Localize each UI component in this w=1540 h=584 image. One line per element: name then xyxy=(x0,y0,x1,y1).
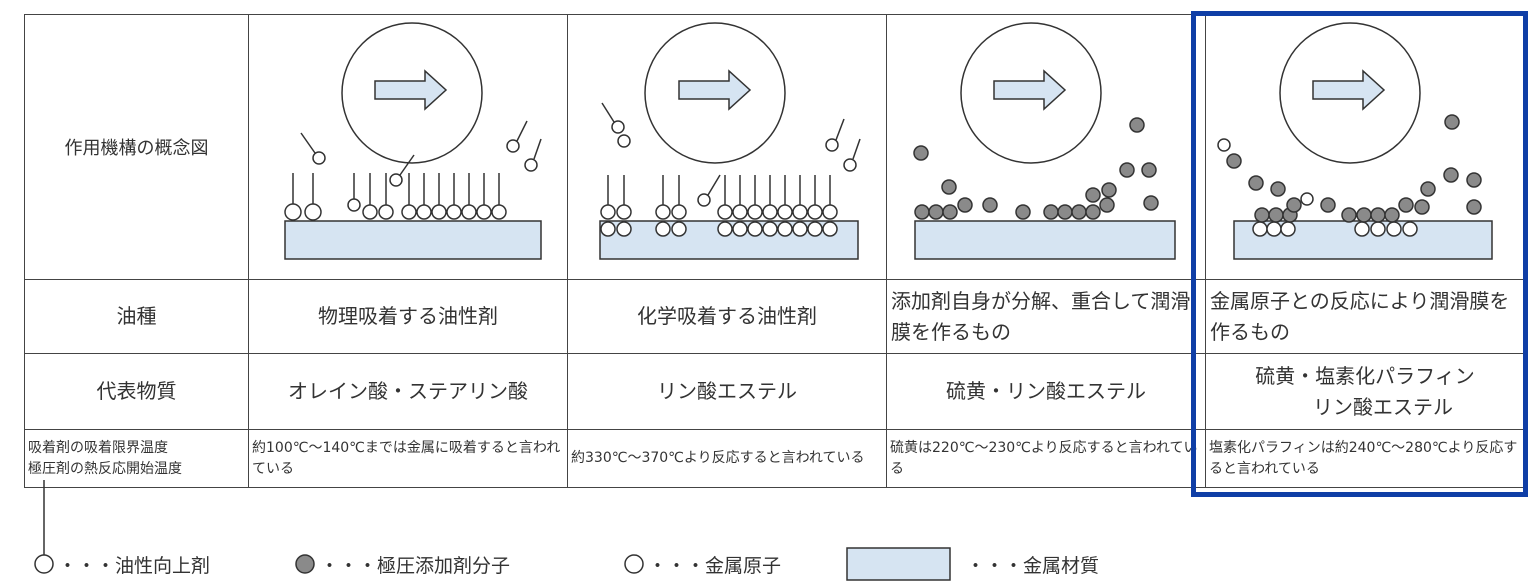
representative-line-1: 硫黄・塩素化パラフィン xyxy=(1255,363,1475,388)
oiliness-agent-symbol xyxy=(34,480,54,574)
legend-ep-additive: ・・・極圧添加剤分子 xyxy=(320,555,511,577)
temp-header-line-2: 極圧剤の熱反応開始温度 xyxy=(28,460,182,477)
diagram-physical-adsorption xyxy=(248,14,568,280)
highlight-frame xyxy=(1191,11,1528,497)
temperature-chemical: 約330℃～370℃より反応すると言われている xyxy=(567,429,887,488)
oil-type-chemical: 化学吸着する油性剤 xyxy=(567,279,887,354)
oil-type-decomposition: 添加剤自身が分解、重合して潤滑膜を作るもの xyxy=(886,279,1206,354)
representative-chemical: リン酸エステル xyxy=(567,353,887,430)
oil-type-physical: 物理吸着する油性剤 xyxy=(248,279,568,354)
diagram-decomposition-polymerization xyxy=(886,14,1206,280)
ep-additive-symbol xyxy=(295,554,315,574)
diagram-metal-reaction xyxy=(1205,14,1525,280)
metal-material-symbol xyxy=(846,547,951,581)
representative-metal-reaction: 硫黄・塩素化パラフィン リン酸エステル xyxy=(1205,353,1525,430)
lubricant-comparison-table: 作用機構の概念図 xyxy=(24,14,1525,488)
legend-metal-atom: ・・・金属原子 xyxy=(648,555,782,577)
representative-line-2: リン酸エステル xyxy=(1313,394,1453,419)
row-header-oil-type: 油種 xyxy=(24,279,249,354)
representative-physical: オレイン酸・ステアリン酸 xyxy=(248,353,568,430)
temp-header-line-1: 吸着剤の吸着限界温度 xyxy=(28,439,168,456)
row-header-temperature: 吸着剤の吸着限界温度 極圧剤の熱反応開始温度 xyxy=(24,429,249,488)
representative-decomposition: 硫黄・リン酸エステル xyxy=(886,353,1206,430)
temperature-physical: 約100℃～140℃までは金属に吸着すると言われている xyxy=(248,429,568,488)
legend-metal-material: ・・・金属材質 xyxy=(966,555,1100,577)
metal-atom-symbol xyxy=(624,554,644,574)
temperature-decomposition: 硫黄は220℃～230℃より反応すると言われている xyxy=(886,429,1206,488)
row-header-representative: 代表物質 xyxy=(24,353,249,430)
row-header-concept-diagram: 作用機構の概念図 xyxy=(24,14,249,280)
diagram-chemical-adsorption xyxy=(567,14,887,280)
legend-oiliness-agent: ・・・油性向上剤 xyxy=(58,555,211,577)
oil-type-metal-reaction: 金属原子との反応により潤滑膜を作るもの xyxy=(1205,279,1525,354)
temperature-metal-reaction: 塩素化パラフィンは約240℃～280℃より反応すると言われている xyxy=(1205,429,1525,488)
legend: ・・・油性向上剤 ・・・極圧添加剤分子 ・・・金属原子 ・・・金属材質 xyxy=(0,480,1540,584)
